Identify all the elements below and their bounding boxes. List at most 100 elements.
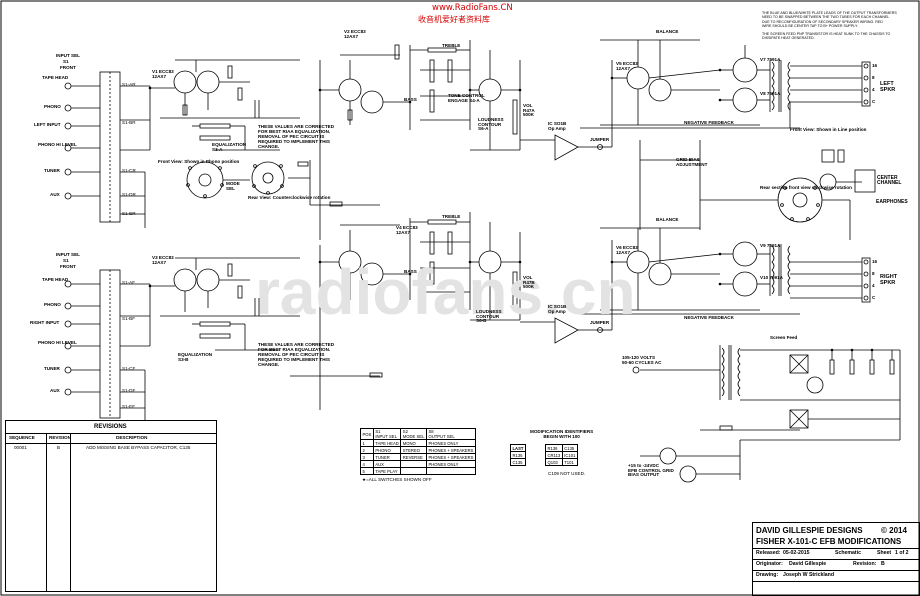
treble-label-bottom: TREBLE	[442, 214, 461, 219]
switch-table-cell: PHONES + SPEAKERS	[425, 453, 476, 461]
tuner-label: TUNER	[44, 168, 60, 173]
s1-label: S1	[63, 258, 69, 263]
revisions-block: REVISIONS SEQUENCE REVISION DESCRIPTION …	[5, 420, 217, 592]
switch-s1-cf: S1-CF	[122, 366, 136, 371]
switch-table-header: S2 MODE SEL	[400, 428, 427, 440]
bass-label-top: BASS	[404, 97, 417, 102]
rev-row-revision: B	[57, 445, 61, 450]
mod-table-cell: R136	[545, 444, 563, 452]
s1-label: S1	[63, 59, 69, 64]
originator-label: Originator:	[756, 561, 783, 567]
front-view-note-1: Front View: Shown in Phono position	[158, 159, 240, 164]
switch-table-cell: PHONES ONLY	[425, 460, 476, 468]
front-label: FRONT	[60, 264, 76, 269]
switch-table-cell: 4	[360, 460, 374, 468]
eq-note-line: THESE VALUES ARE CORRECTED	[258, 342, 335, 347]
terminal-8-bottom: 8	[872, 271, 875, 276]
opamp-label-top: IC SO1B Op Amp	[548, 121, 567, 131]
switch-table: POS S1 INPUT SEL S2 MODE SEL S8 OUTPUT S…	[360, 428, 476, 475]
rev-header-sequence: SEQUENCE	[9, 435, 35, 440]
bass-label-bottom: BASS	[404, 269, 417, 274]
rear-view-note-1: Rear View: Counterclockwise rotation	[248, 195, 331, 200]
note-line: DISSIPATE HEAT GENERATED.	[762, 35, 815, 40]
left-input-jacks	[64, 82, 100, 200]
rear-view-note-2: Rear section front view clockwise rotati…	[760, 185, 852, 190]
originator-name: David Gillespie	[789, 561, 827, 567]
mod-table-cell: IC101	[561, 451, 578, 459]
jumper-label-top: JUMPER	[590, 137, 610, 142]
tube-v4: V4 ECC83 12AX7	[396, 225, 418, 235]
note-line: DUE TO RECONFIGURATION OF SECONDARY SPEA…	[762, 19, 883, 24]
modification-table: R136 C135 CR113 IC101 Q103 T101	[545, 444, 578, 466]
terminal-c-bottom: C	[872, 295, 876, 300]
switch-table-footnote: ★=ALL SWITCHES SHOWN OFF	[362, 477, 432, 482]
switch-s1-ef: S1-EF	[122, 404, 136, 409]
tape-head-label: TAPE HEAD	[42, 75, 69, 80]
copyright: © 2014	[881, 526, 907, 535]
revision-label: Revision:	[853, 561, 877, 567]
balance-label-bottom: BALANCE	[656, 217, 679, 222]
eq-note-line: FOR BEST RIAA EQUALIZATION.	[258, 347, 331, 352]
switch-table-cell: REVERSE	[400, 453, 427, 461]
tube-v3: V3 ECC83 12AX7	[152, 255, 174, 265]
switch-table-header: POS	[360, 428, 374, 440]
switch-s1-er: S1-ER	[122, 211, 136, 216]
loudness-label-bottom: LOUDNESS CONTOUR S6-B	[476, 309, 502, 324]
rev-header-description: DESCRIPTION	[116, 435, 148, 440]
switch-s1-bf: S1-BF	[122, 316, 136, 321]
rev-row-description: ADD MISSING BASE BYPASS CAPACITOR, C135	[86, 445, 191, 450]
phono-label: PHONO	[44, 302, 61, 307]
eq-note-line: REQUIRED TO IMPLEMENT THIS	[258, 139, 330, 144]
jumper-label-bottom: JUMPER	[590, 320, 610, 325]
mod-table-cell: Q103	[545, 458, 563, 466]
terminal-c-top: C	[872, 99, 876, 104]
input-sel-label: INPUT SEL	[56, 53, 80, 58]
note-line: WIRE SHOULD BE CENTER TAP TO B+ POWER SU…	[762, 24, 858, 29]
aux-label: AUX	[50, 192, 60, 197]
left-input-label: LEFT INPUT	[34, 122, 61, 127]
last-table-header: LAST	[510, 444, 526, 452]
switch-table-header: S8 OUTPUT SEL	[425, 428, 476, 440]
drawing-label: Drawing:	[756, 572, 779, 578]
switch-table-cell	[400, 467, 427, 475]
last-table: LAST R135 C135	[510, 444, 526, 466]
eq-note-bottom: THESE VALUES ARE CORRECTED FOR BEST RIAA…	[258, 342, 335, 368]
grid-bias-label: GRID BIAS ADJUSTMENT	[676, 157, 708, 167]
note-line: NEED TO BE SWAPPED BETWEEN THE TWO TUBES…	[762, 15, 890, 20]
earphones-label: EARPHONES	[876, 199, 908, 205]
eq-note-line: REQUIRED TO IMPLEMENT THIS	[258, 357, 330, 362]
last-table-cell: C135	[510, 458, 526, 466]
terminal-16-top: 16	[872, 63, 878, 68]
last-table-cell: R135	[510, 451, 526, 459]
switch-table-cell: 3	[360, 453, 374, 461]
treble-label-top: TREBLE	[442, 43, 461, 48]
neg-feedback-bottom: NEGATIVE FEEDBACK	[684, 315, 734, 320]
note-line: THE BLUE AND BLUE/WHITE PLATE LEADS OF T…	[762, 11, 897, 15]
mod-table-title: MODIFICATION IDENTIFIERS BEGIN WITH 100	[530, 429, 594, 439]
eq-note-line: CHANGE.	[258, 144, 280, 149]
eq-note-line: THESE VALUES ARE CORRECTED	[258, 124, 335, 129]
drawing-title: FISHER X-101-C EFB MODIFICATIONS	[756, 537, 902, 546]
terminal-4-bottom: 4	[872, 283, 875, 288]
released-label: Released:	[756, 550, 781, 556]
switch-s1-df: S1-DF	[122, 388, 136, 393]
revision-value: B	[881, 561, 885, 567]
switch-table-cell: MONO	[400, 439, 427, 447]
neg-feedback-top: NEGATIVE FEEDBACK	[684, 120, 734, 125]
mode-sel-label: MODE SEL	[226, 181, 240, 191]
watermark-site: www.RadioFans.CN	[432, 3, 513, 13]
tone-control-label: TONE CONTROL ENGAGE S4-A	[448, 93, 485, 103]
vol-label-bottom: VOL R47B 500K	[523, 275, 535, 290]
sheet-number: 1 of 2	[895, 550, 909, 556]
tube-v7: V7 7591A	[760, 57, 781, 62]
mod-table-cell: CR113	[545, 451, 563, 459]
switch-table-cell: PHONES ONLY	[425, 439, 476, 447]
switch-table-cell: PHONO	[372, 446, 402, 454]
phono-hi-label: PHONO HI LEVEL	[38, 340, 77, 345]
tube-v1: V1 ECC83 12AX7	[152, 69, 174, 79]
vol-label-top: VOL R47A 500K	[523, 103, 535, 118]
sheet-label: Sheet	[877, 550, 892, 556]
switch-table-header: S1 INPUT SEL	[372, 428, 402, 440]
phono-label: PHONO	[44, 104, 61, 109]
